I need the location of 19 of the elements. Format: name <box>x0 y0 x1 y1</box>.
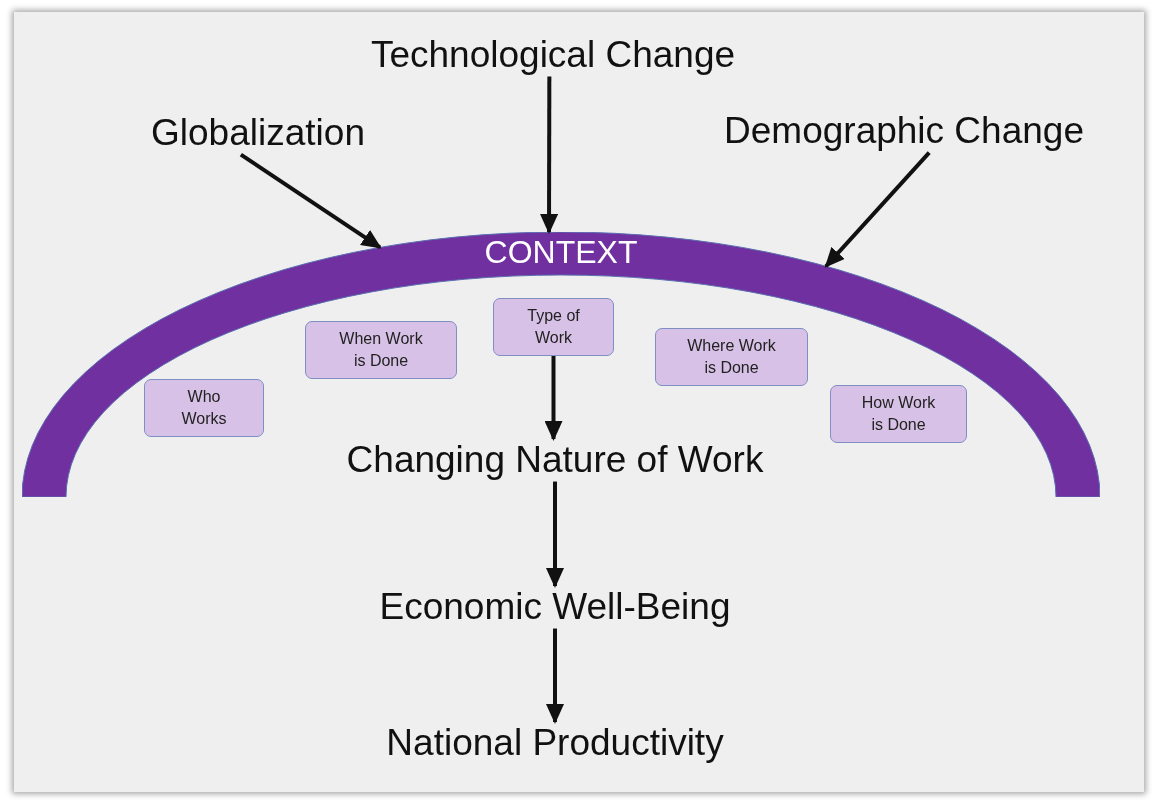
label-text: Globalization <box>151 112 365 155</box>
factor-box: Where Work is Done <box>655 328 808 386</box>
factor-box: Type of Work <box>493 298 614 356</box>
label-text: Technological Change <box>370 34 736 77</box>
arrow <box>546 481 564 588</box>
factor-box: Who Works <box>144 379 264 437</box>
arrow <box>239 152 382 250</box>
label-text: Changing Nature of Work <box>346 439 764 482</box>
arrow <box>544 356 563 441</box>
label-text: Economic Well-Being <box>379 586 731 629</box>
context-arc-band <box>22 232 1100 497</box>
context-label: CONTEXT <box>484 234 638 271</box>
label-text: Demographic Change <box>724 110 1084 153</box>
arrow <box>546 628 564 724</box>
label-text: National Productivity <box>386 722 724 765</box>
factor-box: How Work is Done <box>830 385 967 443</box>
arrow <box>540 76 559 235</box>
factor-box: When Work is Done <box>305 321 457 379</box>
arrow <box>824 151 931 268</box>
